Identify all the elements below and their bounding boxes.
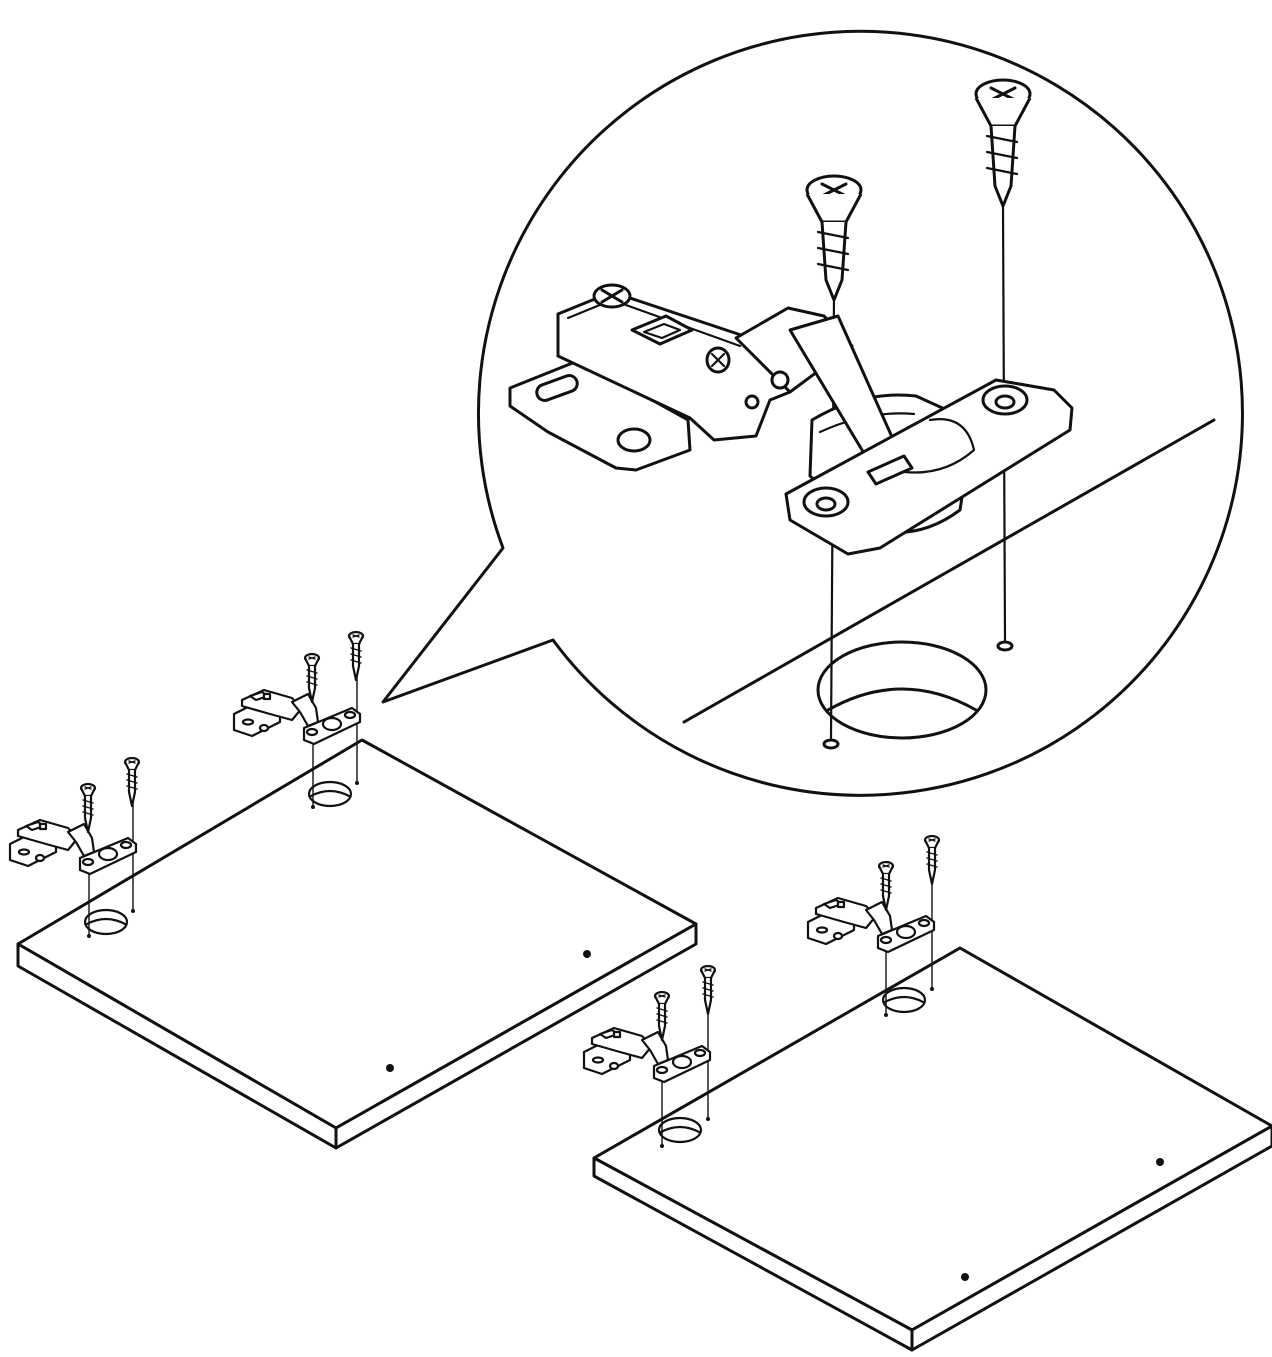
hinge-set-b: [8, 756, 141, 938]
panel-edge-line: [682, 418, 1216, 724]
small-screw: [347, 630, 365, 682]
small-hinge: [582, 1026, 712, 1084]
large-hinge: [508, 283, 1074, 556]
pilot-mark: [583, 950, 591, 958]
plate-screw-hole: [616, 427, 652, 453]
large-screw-right: [974, 78, 1032, 208]
hinge-set-d: [582, 964, 717, 1148]
detail-callout: [381, 29, 1244, 797]
small-hinge: [232, 688, 362, 746]
pilot-mark: [1156, 1158, 1164, 1166]
callout-bubble: [381, 29, 1244, 797]
slot-hole: [535, 374, 579, 402]
panel-side-edge: [334, 922, 698, 1150]
small-screw: [699, 964, 717, 1016]
hinge-arm: [556, 290, 792, 442]
right-door-panel: [592, 946, 1272, 1352]
small-screw: [923, 834, 941, 886]
pilot-mark: [961, 1273, 969, 1281]
cup-plate: [784, 378, 1074, 556]
panel-side-edge: [910, 1124, 1272, 1352]
hinge-set-c: [806, 834, 941, 1017]
pilot-hole-right: [996, 640, 1014, 652]
large-screw-left: [805, 174, 863, 302]
small-screw: [123, 756, 141, 808]
arm-window: [630, 314, 694, 346]
pilot-hole-left: [822, 738, 840, 750]
left-door-panel: [16, 738, 698, 1150]
large-cup-hole: [816, 640, 988, 740]
hinge-set-a: [232, 630, 365, 809]
small-hinge: [806, 896, 936, 954]
small-hinge: [8, 818, 138, 876]
pilot-mark: [386, 1064, 394, 1072]
